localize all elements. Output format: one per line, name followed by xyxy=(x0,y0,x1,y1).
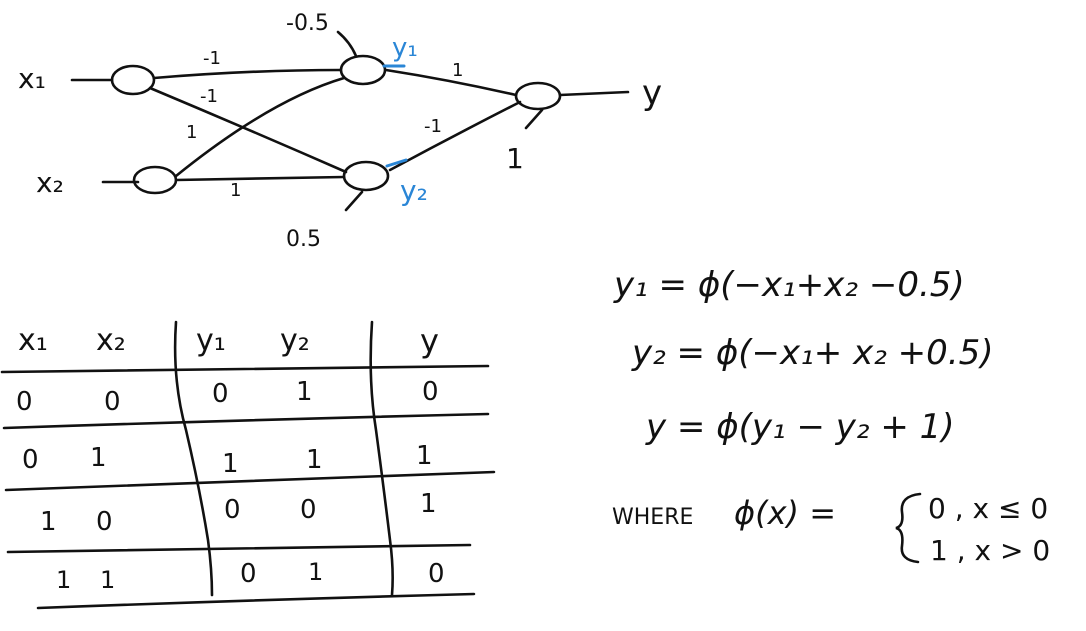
table-cell-r2-x2: 1 xyxy=(90,443,107,473)
weight-x1-h2: -1 xyxy=(200,86,218,107)
table-cell-r2-y1: 1 xyxy=(222,449,239,479)
edge-h1-out xyxy=(384,68,518,97)
edge-x2-h1 xyxy=(174,76,346,178)
output-label-y: y xyxy=(642,73,662,113)
bias-label-h1: -0.5 xyxy=(286,11,329,36)
input-label-x1: x₁ xyxy=(18,62,46,95)
table-header-x2: x₂ xyxy=(96,323,126,358)
truth-table-grid xyxy=(0,320,496,610)
table-cell-r4-y1: 0 xyxy=(240,559,257,589)
table-bottom-rule xyxy=(36,592,476,610)
bias-tick-out xyxy=(524,108,544,130)
table-header-x1: x₁ xyxy=(18,323,48,358)
weight-x1-h1: -1 xyxy=(203,48,221,69)
weight-h1-out: 1 xyxy=(452,60,463,81)
phi-definition: ϕ(x) = xyxy=(734,494,836,532)
table-cell-r4-y: 0 xyxy=(428,559,445,589)
table-row-rule-3 xyxy=(6,543,472,554)
table-cell-r3-y: 1 xyxy=(420,489,437,519)
network-diagram xyxy=(70,30,630,212)
hidden-label-y2: y₂ xyxy=(400,174,428,207)
table-cell-r1-y: 0 xyxy=(422,377,439,407)
network-labels: x₁ x₂ y -0.5 0.5 1 -1 -1 1 1 1 -1 xyxy=(18,11,662,252)
table-cell-r4-x1: 1 xyxy=(56,566,71,594)
table-cell-r2-x1: 0 xyxy=(22,445,39,475)
table-cell-r1-x2: 0 xyxy=(104,387,121,417)
phi-case-2: 1 , x > 0 xyxy=(930,534,1050,567)
table-cell-r1-y1: 0 xyxy=(212,379,229,409)
node-h2 xyxy=(342,160,390,192)
bias-label-h2: 0.5 xyxy=(286,227,321,252)
table-row-rule-2 xyxy=(4,470,496,492)
equation-y: y = ϕ(y₁ − y₂ + 1) xyxy=(645,407,955,447)
table-divider-1 xyxy=(173,320,214,597)
phi-case-1: 0 , x ≤ 0 xyxy=(928,492,1048,525)
table-header-y: y xyxy=(420,322,439,360)
table-header-y2: y₂ xyxy=(280,323,310,358)
node-h1 xyxy=(339,54,387,86)
edge-h2-out xyxy=(388,100,522,172)
table-cell-r3-x2: 0 xyxy=(96,507,113,537)
table-cell-r2-y2: 1 xyxy=(306,445,323,475)
hidden-labels: y₁ y₂ xyxy=(392,33,428,207)
node-x1 xyxy=(110,64,156,96)
table-cell-r3-x1: 1 xyxy=(40,507,57,537)
edge-x2-h2 xyxy=(174,175,346,182)
bias-label-out: 1 xyxy=(506,142,524,175)
table-cell-r3-y2: 0 xyxy=(300,495,317,525)
node-x2 xyxy=(132,165,178,195)
table-header-y1: y₁ xyxy=(196,323,226,358)
h2-output-mark xyxy=(385,158,408,168)
table-cell-r4-y2: 1 xyxy=(308,558,323,586)
output-line xyxy=(558,90,630,97)
input-label-x2: x₂ xyxy=(36,166,64,199)
truth-table: x₁ x₂ y₁ y₂ y 0 0 0 1 0 0 1 1 1 1 1 0 0 … xyxy=(16,322,445,594)
bias-tick-h1 xyxy=(336,30,358,58)
table-cell-r2-y: 1 xyxy=(416,441,433,471)
table-cell-r4-x2: 1 xyxy=(100,566,115,594)
weight-h2-out: -1 xyxy=(424,116,442,137)
hidden-label-y1: y₁ xyxy=(392,33,418,63)
table-cell-r3-y1: 0 xyxy=(224,495,241,525)
table-divider-2 xyxy=(369,320,394,597)
table-header-rule xyxy=(0,364,490,374)
edge-x1-h2 xyxy=(148,86,348,174)
hidden-output-marks xyxy=(382,64,408,168)
edge-x1-h1 xyxy=(152,68,342,80)
bias-tick-h2 xyxy=(344,190,364,212)
equations: y₁ = ϕ(−x₁+x₂ −0.5) y₂ = ϕ(−x₁+ x₂ +0.5)… xyxy=(612,265,1050,567)
where-label: WHERE xyxy=(612,505,693,530)
weight-x2-h2: 1 xyxy=(230,180,241,201)
table-cell-r1-x1: 0 xyxy=(16,387,33,417)
table-cell-r1-y2: 1 xyxy=(296,377,313,407)
weight-x2-h1: 1 xyxy=(186,122,197,143)
table-row-rule-1 xyxy=(2,412,490,430)
node-output xyxy=(514,81,562,111)
equation-y2: y₂ = ϕ(−x₁+ x₂ +0.5) xyxy=(631,333,993,373)
equation-y1: y₁ = ϕ(−x₁+x₂ −0.5) xyxy=(613,265,965,305)
piecewise-brace xyxy=(895,492,922,564)
